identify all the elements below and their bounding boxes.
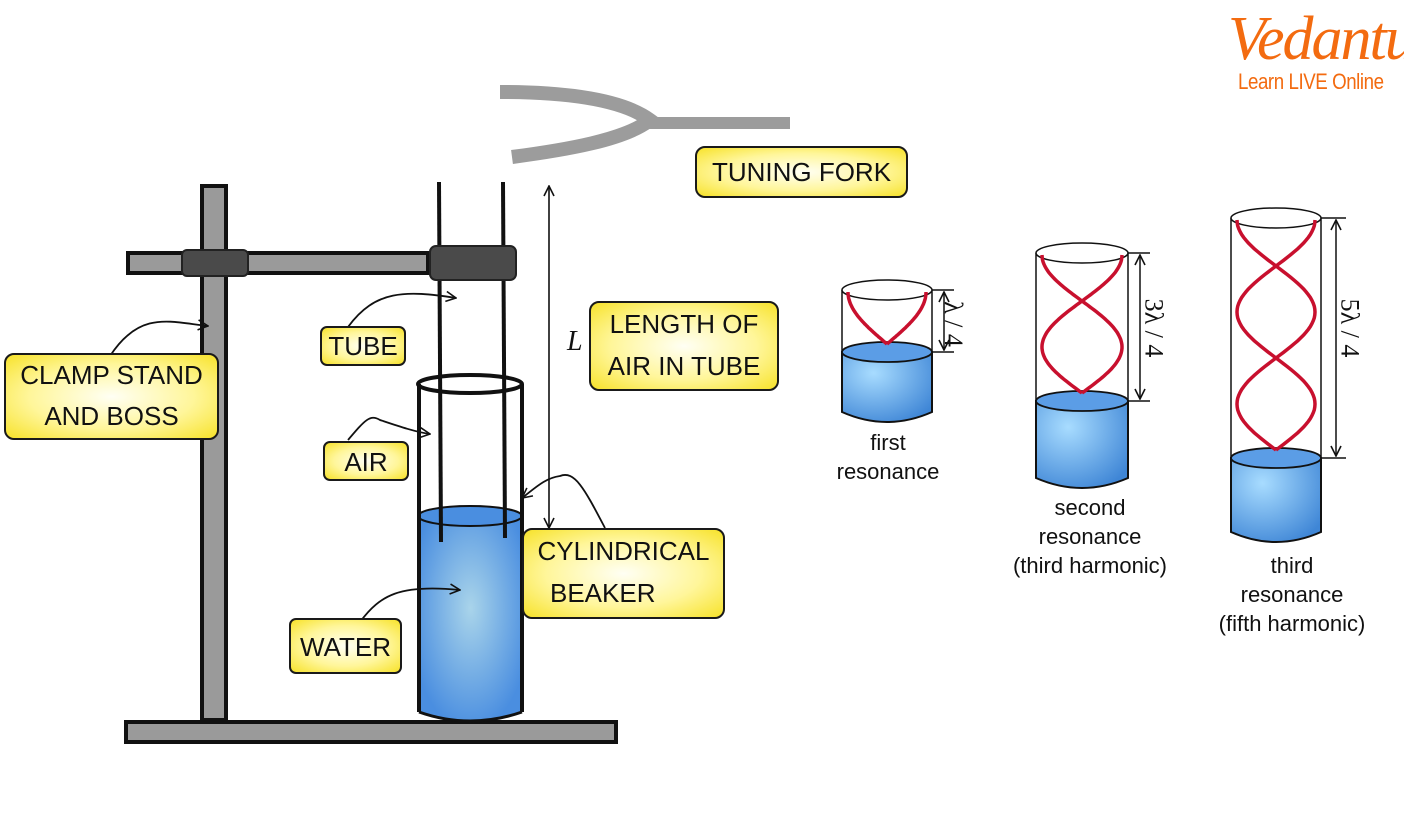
length-text-line1: LENGTH OF: [609, 309, 759, 339]
caption-line: resonance: [836, 459, 940, 484]
third-resonance-caption: third resonance (fifth harmonic): [1192, 551, 1392, 638]
logo-tagline: Learn LIVE Online: [1238, 69, 1384, 94]
cylindrical-beaker: [416, 373, 524, 723]
resonance-tube-top: [1035, 242, 1129, 264]
clamp-pointer: [109, 322, 208, 357]
tuning-fork: [499, 85, 790, 164]
caption-line: first: [870, 430, 906, 455]
logo-brand: Vedantu: [1228, 5, 1404, 73]
caption-line: resonance: [1038, 524, 1142, 549]
resonance-tubes: [841, 207, 1346, 543]
air-text: AIR: [344, 447, 388, 477]
beaker-text-line1: CYLINDRICAL: [537, 536, 710, 566]
caption-line: (fifth harmonic): [1218, 611, 1366, 636]
tuning-fork-text: TUNING FORK: [711, 157, 892, 187]
resonance-tube-top: [841, 279, 933, 301]
resonance-tube-top: [1230, 207, 1322, 229]
resonance-water: [1035, 400, 1129, 489]
callout-pointers: [109, 294, 606, 623]
caption-line: second: [1054, 495, 1126, 520]
clamp-text-line2: AND BOSS: [44, 401, 179, 431]
tube-pointer: [347, 294, 456, 328]
standing-wave-curve: [1235, 219, 1317, 452]
caption-line: third: [1270, 553, 1314, 578]
tube-clamp: [429, 245, 517, 281]
resonance-water-surface: [1230, 447, 1322, 469]
resonance-water: [1230, 457, 1322, 543]
caption-line: (third harmonic): [1012, 553, 1168, 578]
water-label: WATER: [289, 618, 402, 674]
standing-wave-curve: [1235, 219, 1317, 452]
clamp-stand: [124, 184, 618, 744]
first-resonance-caption: first resonance: [820, 428, 956, 486]
resonance-water-surface: [841, 341, 933, 363]
resonance-water: [841, 351, 933, 423]
first-resonance-length-label: λ / 4: [938, 301, 968, 347]
caption-line: resonance: [1240, 582, 1344, 607]
water-pointer: [359, 588, 460, 623]
water-text: WATER: [300, 632, 391, 662]
standing-wave-curve: [846, 292, 889, 346]
standing-wave-curve: [1040, 254, 1124, 395]
beaker-pointer: [522, 474, 606, 529]
air-pointer: [347, 416, 430, 441]
clamp-stand-label: CLAMP STAND AND BOSS: [4, 353, 219, 440]
beaker-text-line2: BEAKER: [550, 578, 656, 608]
tube-text: TUBE: [328, 331, 398, 361]
air-label: AIR: [323, 441, 409, 481]
length-text-line2: AIR IN TUBE: [607, 351, 761, 381]
standing-wave-curve: [1040, 254, 1124, 395]
boss-clamp: [181, 249, 249, 277]
second-resonance-length-label: 3λ / 4: [1139, 298, 1169, 358]
tuning-fork-label: TUNING FORK: [695, 146, 908, 198]
length-symbol: L: [567, 326, 583, 357]
tube-label: TUBE: [320, 326, 406, 366]
resonance-water-surface: [1035, 390, 1129, 412]
tube: [429, 181, 517, 543]
clamp-text-line1: CLAMP STAND: [20, 360, 203, 390]
water: [419, 516, 522, 721]
third-resonance-length-label: 5λ / 4: [1335, 298, 1365, 358]
length-of-air-label: LENGTH OF AIR IN TUBE: [589, 301, 779, 391]
cylindrical-beaker-label: CYLINDRICAL BEAKER: [522, 528, 725, 619]
standing-wave-curve: [885, 292, 928, 346]
vedantu-logo: Vedantu Learn LIVE Online: [1228, 8, 1404, 94]
second-resonance-caption: second resonance (third harmonic): [990, 493, 1190, 580]
